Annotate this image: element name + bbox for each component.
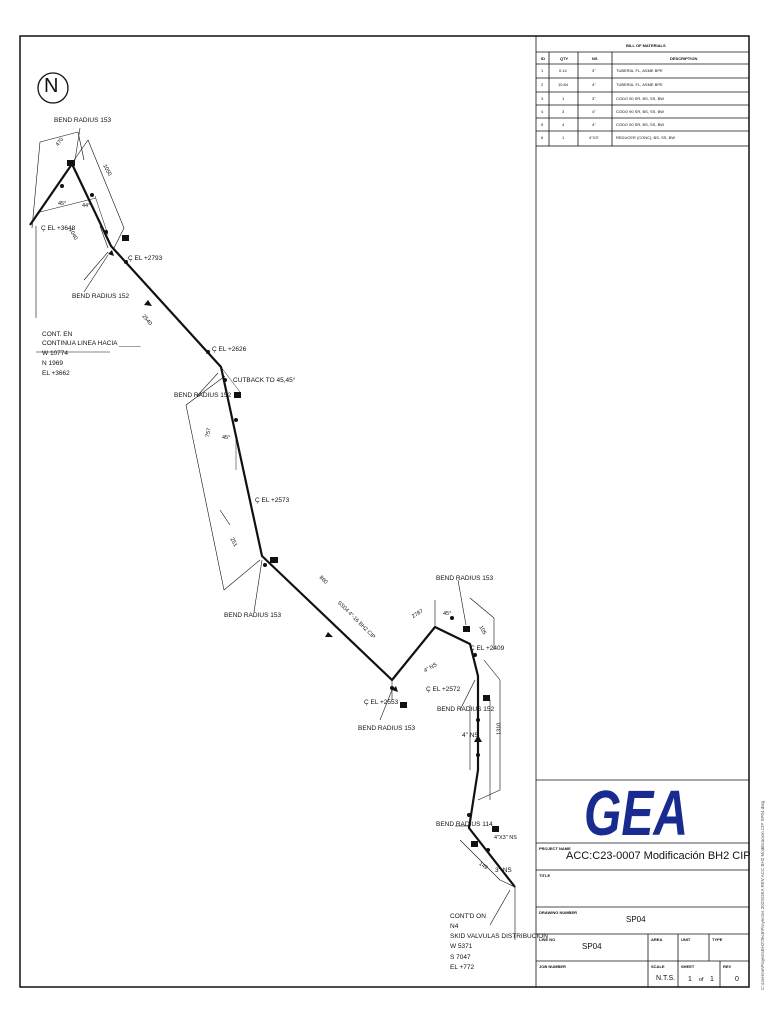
- bom-header-qty: QTY: [560, 56, 569, 61]
- bom-header-id: ID: [541, 56, 545, 61]
- north-label: N: [44, 75, 59, 97]
- bom-row-3-desc: CODO 90 SR, BS, SS, BW: [616, 96, 665, 101]
- continuation-label: W 5371: [450, 943, 473, 950]
- angle-label: 45°: [58, 201, 67, 207]
- bom-row-1-desc: TUBERIA, FL, ASME BPE: [616, 68, 663, 73]
- elevation-label: Ç EL +2409: [470, 645, 505, 652]
- north-arrow-circle: [37, 72, 69, 104]
- bom-table: [535, 35, 750, 147]
- continuation-label: N4: [450, 923, 459, 930]
- unit-caption: UNIT: [681, 937, 691, 942]
- elevation-label: Ç EL +2573: [255, 497, 290, 504]
- bend-radius-label: BEND RADIUS 153: [358, 725, 416, 732]
- sheet-of: of: [699, 977, 704, 983]
- line-no: SP04: [582, 942, 602, 951]
- bom-row-5-desc: CODO 90 SR, BS, SS, BW: [616, 122, 665, 127]
- type-caption: TYPE: [712, 937, 723, 942]
- job-number-caption: JOB NUMBER: [539, 964, 566, 969]
- elevation-label: Ç EL +2626: [212, 346, 247, 353]
- continuation-label: N 1969: [42, 360, 63, 367]
- sheet-border: [19, 35, 750, 988]
- continuation-label: CONTINUA LINEA HACIA ______: [42, 340, 141, 347]
- bom-header-ns: NS: [592, 56, 598, 61]
- elevation-label: Ç EL +2553: [364, 699, 399, 706]
- elevation-label: Ç EL +2793: [128, 255, 163, 262]
- gea-logo: GEA: [584, 783, 688, 839]
- bend-radius-label: BEND RADIUS 152: [174, 392, 232, 399]
- bom-row-5-qty: 4: [562, 122, 565, 127]
- angle-label: 45°: [443, 611, 452, 617]
- rev-value: 0: [735, 976, 739, 983]
- continuation-label: CONT'D ON: [450, 913, 486, 920]
- area-caption: AREA: [651, 937, 663, 942]
- bom-row-6-qty: 1: [562, 135, 565, 140]
- bend-radius-label: BEND RADIUS 153: [224, 612, 282, 619]
- elevation-label: Ç EL +2572: [426, 686, 461, 693]
- drawing-number-caption: DRAWING NUMBER: [539, 910, 577, 915]
- drawing-number: SP04: [626, 915, 646, 924]
- continuation-label: EL +3662: [42, 370, 70, 377]
- bend-radius-label: BEND RADIUS 114: [436, 821, 493, 828]
- scale-caption: SCALE: [651, 964, 665, 969]
- bom-row-4-qty: 3: [562, 109, 565, 114]
- rev-caption: REV: [723, 964, 732, 969]
- bom-row-2-ns: 4": [592, 82, 596, 87]
- bom-row-2-id: 2: [541, 82, 544, 87]
- angle-label: 45°: [222, 435, 231, 441]
- leader-lines: [36, 127, 511, 926]
- bom-header-description: DESCRIPTION: [670, 56, 698, 61]
- project-name: ACC:C23-0007 Modificación BH2 CIP: [566, 850, 751, 862]
- bom-row-5-id: 5: [541, 122, 544, 127]
- continuation-label: EL +772: [450, 964, 475, 971]
- sheet-number: 1: [688, 976, 692, 983]
- bom-row-1-id: 1: [541, 68, 544, 73]
- dimension-label: 1310: [496, 722, 503, 735]
- bend-radius-label: BEND RADIUS 153: [54, 117, 112, 124]
- bend-radius-label: BEND RADIUS 153: [436, 575, 494, 582]
- gea-logo-text: GEA: [584, 783, 688, 839]
- bom-row-2-qty: 10.84: [558, 82, 569, 87]
- bom-row-4-id: 4: [541, 109, 544, 114]
- elevation-label: Ç EL +3648: [41, 225, 76, 232]
- bom-row-3-id: 3: [541, 96, 544, 101]
- bom-row-5-ns: 4": [592, 122, 596, 127]
- bend-radius-label: BEND RADIUS 152: [72, 293, 130, 300]
- sheet-caption: SHEET: [681, 964, 695, 969]
- file-path-label: C:\Users\e\ProjectsBH2\Tech\Proyectos 20…: [761, 801, 765, 990]
- project-name-caption: PROJECT NAME: [539, 846, 571, 851]
- scale-value: N.T.S.: [656, 975, 676, 982]
- bom-row-2-desc: TUBERIA, FL, ASME BPE: [616, 82, 663, 87]
- dimension-lines: [31, 131, 516, 940]
- title-caption: TITLE: [539, 873, 551, 878]
- nominal-size-label: 4"X3" NS: [494, 835, 517, 841]
- sheet-total: 1: [710, 976, 714, 983]
- bom-row-6-id: 6: [541, 135, 544, 140]
- continuation-label: S 7047: [450, 954, 471, 961]
- line-no-caption: LINE NO: [539, 937, 556, 942]
- bom-row-1-ns: 3": [592, 68, 596, 73]
- angle-label: 44°: [82, 203, 91, 209]
- continuation-label: CONT. EN: [42, 331, 73, 338]
- continuation-label: SKID VALVULAS DISTRIBUCION: [450, 933, 549, 940]
- nominal-size-label: 4" NS: [462, 732, 479, 739]
- bom-row-3-ns: 3": [592, 96, 596, 101]
- bom-row-4-ns: 4": [592, 109, 596, 114]
- bom-row-4-desc: CODO 90 SR, BS, SS, BW: [616, 109, 665, 114]
- bom-row-6-desc: REDUCER (CONC), BS, SS, BW: [616, 135, 676, 140]
- pipe-route: [29, 162, 516, 888]
- bom-row-3-qty: 1: [562, 96, 565, 101]
- continuation-label: W 10774: [42, 350, 69, 357]
- bom-title: BILL OF MATERIALS: [626, 43, 666, 48]
- bend-radius-label: BEND RADIUS 152: [437, 706, 495, 713]
- flow-arrows: [108, 250, 482, 742]
- cutback-label: CUTBACK TO 45,45°: [233, 377, 296, 384]
- bom-row-6-ns: 4"X3": [589, 135, 599, 140]
- bom-row-1-qty: 0.14: [559, 68, 567, 73]
- nominal-size-label: 3" NS: [495, 867, 512, 874]
- component-markers: [60, 160, 499, 852]
- title-block: [536, 779, 749, 987]
